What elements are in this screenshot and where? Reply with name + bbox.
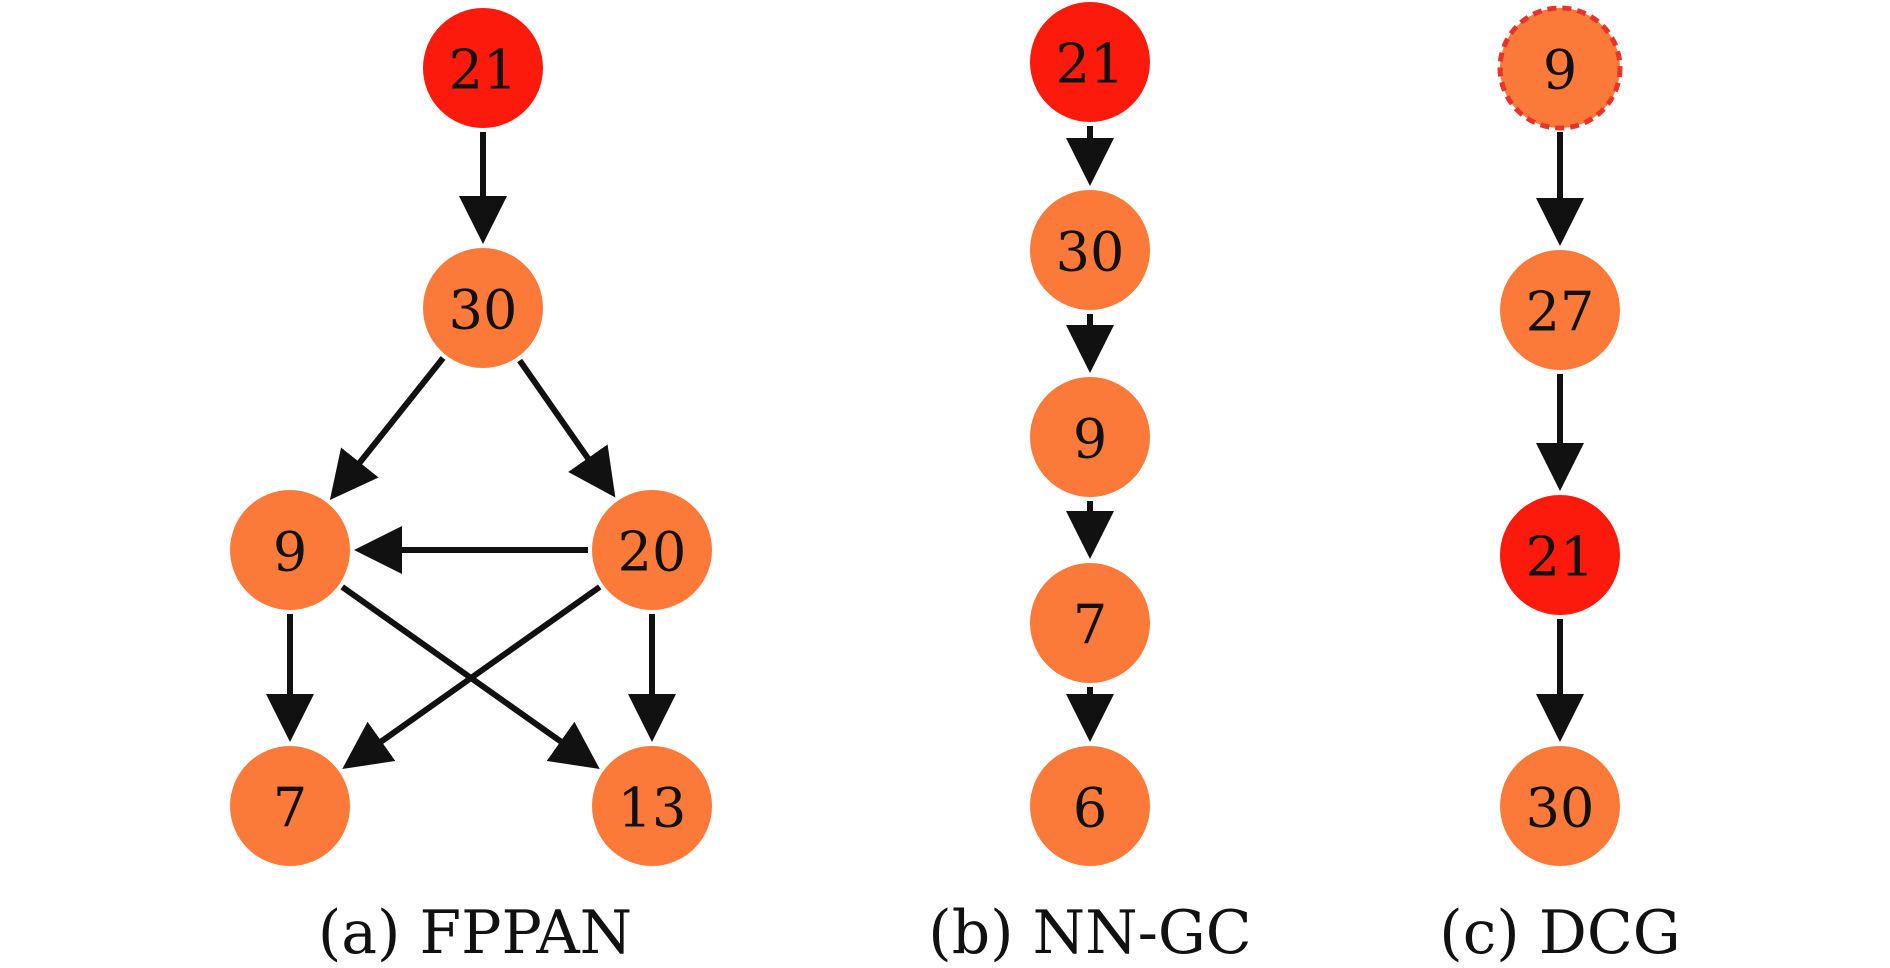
caption-panel-c: (c) DCG [1439,898,1680,968]
node-circle-b2 [1030,190,1150,310]
node-b5: 6 [1030,746,1150,866]
node-label-c3: 21 [1526,526,1595,589]
node-a5: 7 [230,746,350,866]
node-label-a2: 30 [449,279,518,342]
node-a6: 13 [592,746,712,866]
node-circle-a6 [592,746,712,866]
node-label-b1: 21 [1056,33,1125,96]
node-circle-a4 [592,490,712,610]
node-label-a1: 21 [449,39,518,102]
node-a3: 9 [230,490,350,610]
node-label-c2: 27 [1526,281,1595,344]
node-label-a4: 20 [618,521,687,584]
caption-panel-a: (a) FPPAN [318,898,632,968]
node-label-a5: 7 [273,777,307,840]
node-label-c4: 30 [1526,777,1595,840]
node-label-c1: 9 [1543,39,1577,102]
node-a1: 21 [423,8,543,128]
node-circle-a2 [423,248,543,368]
edge-a2-to-a3 [329,356,446,500]
node-circle-b3 [1030,377,1150,497]
node-b2: 30 [1030,190,1150,310]
node-label-a6: 13 [618,777,687,840]
node-b4: 7 [1030,563,1150,683]
node-a2: 30 [423,248,543,368]
node-b3: 9 [1030,377,1150,497]
node-circle-b1 [1030,2,1150,122]
node-circle-a3 [230,490,350,610]
node-circle-c2 [1500,250,1620,370]
node-label-b3: 9 [1073,408,1107,471]
node-circle-c1 [1497,5,1623,131]
node-label-b4: 7 [1073,594,1107,657]
node-circle-c4 [1500,746,1620,866]
node-circle-b4 [1030,563,1150,683]
node-c2: 27 [1500,250,1620,370]
node-label-b5: 6 [1073,777,1107,840]
node-c4: 30 [1500,746,1620,866]
captions-layer: (a) FPPAN (b) NN-GC (c) DCG [318,898,1681,968]
node-circle-b5 [1030,746,1150,866]
node-a4: 20 [592,490,712,610]
node-c3: 21 [1500,495,1620,615]
node-circle-a5 [230,746,350,866]
node-b1: 21 [1030,2,1150,122]
node-circle-c3 [1500,495,1620,615]
edge-a2-to-a4 [517,358,616,498]
edges-layer [266,126,1584,770]
edge-a4-to-a5 [342,584,602,770]
node-circle-a1 [423,8,543,128]
caption-panel-b: (b) NN-GC [928,898,1251,968]
node-c1: 9 [1497,5,1623,131]
nodes-layer: 21 30 9 20 7 13 21 30 9 7 6 9 27 21 30 [230,2,1623,866]
node-label-b2: 30 [1056,221,1125,284]
node-label-a3: 9 [273,521,307,584]
